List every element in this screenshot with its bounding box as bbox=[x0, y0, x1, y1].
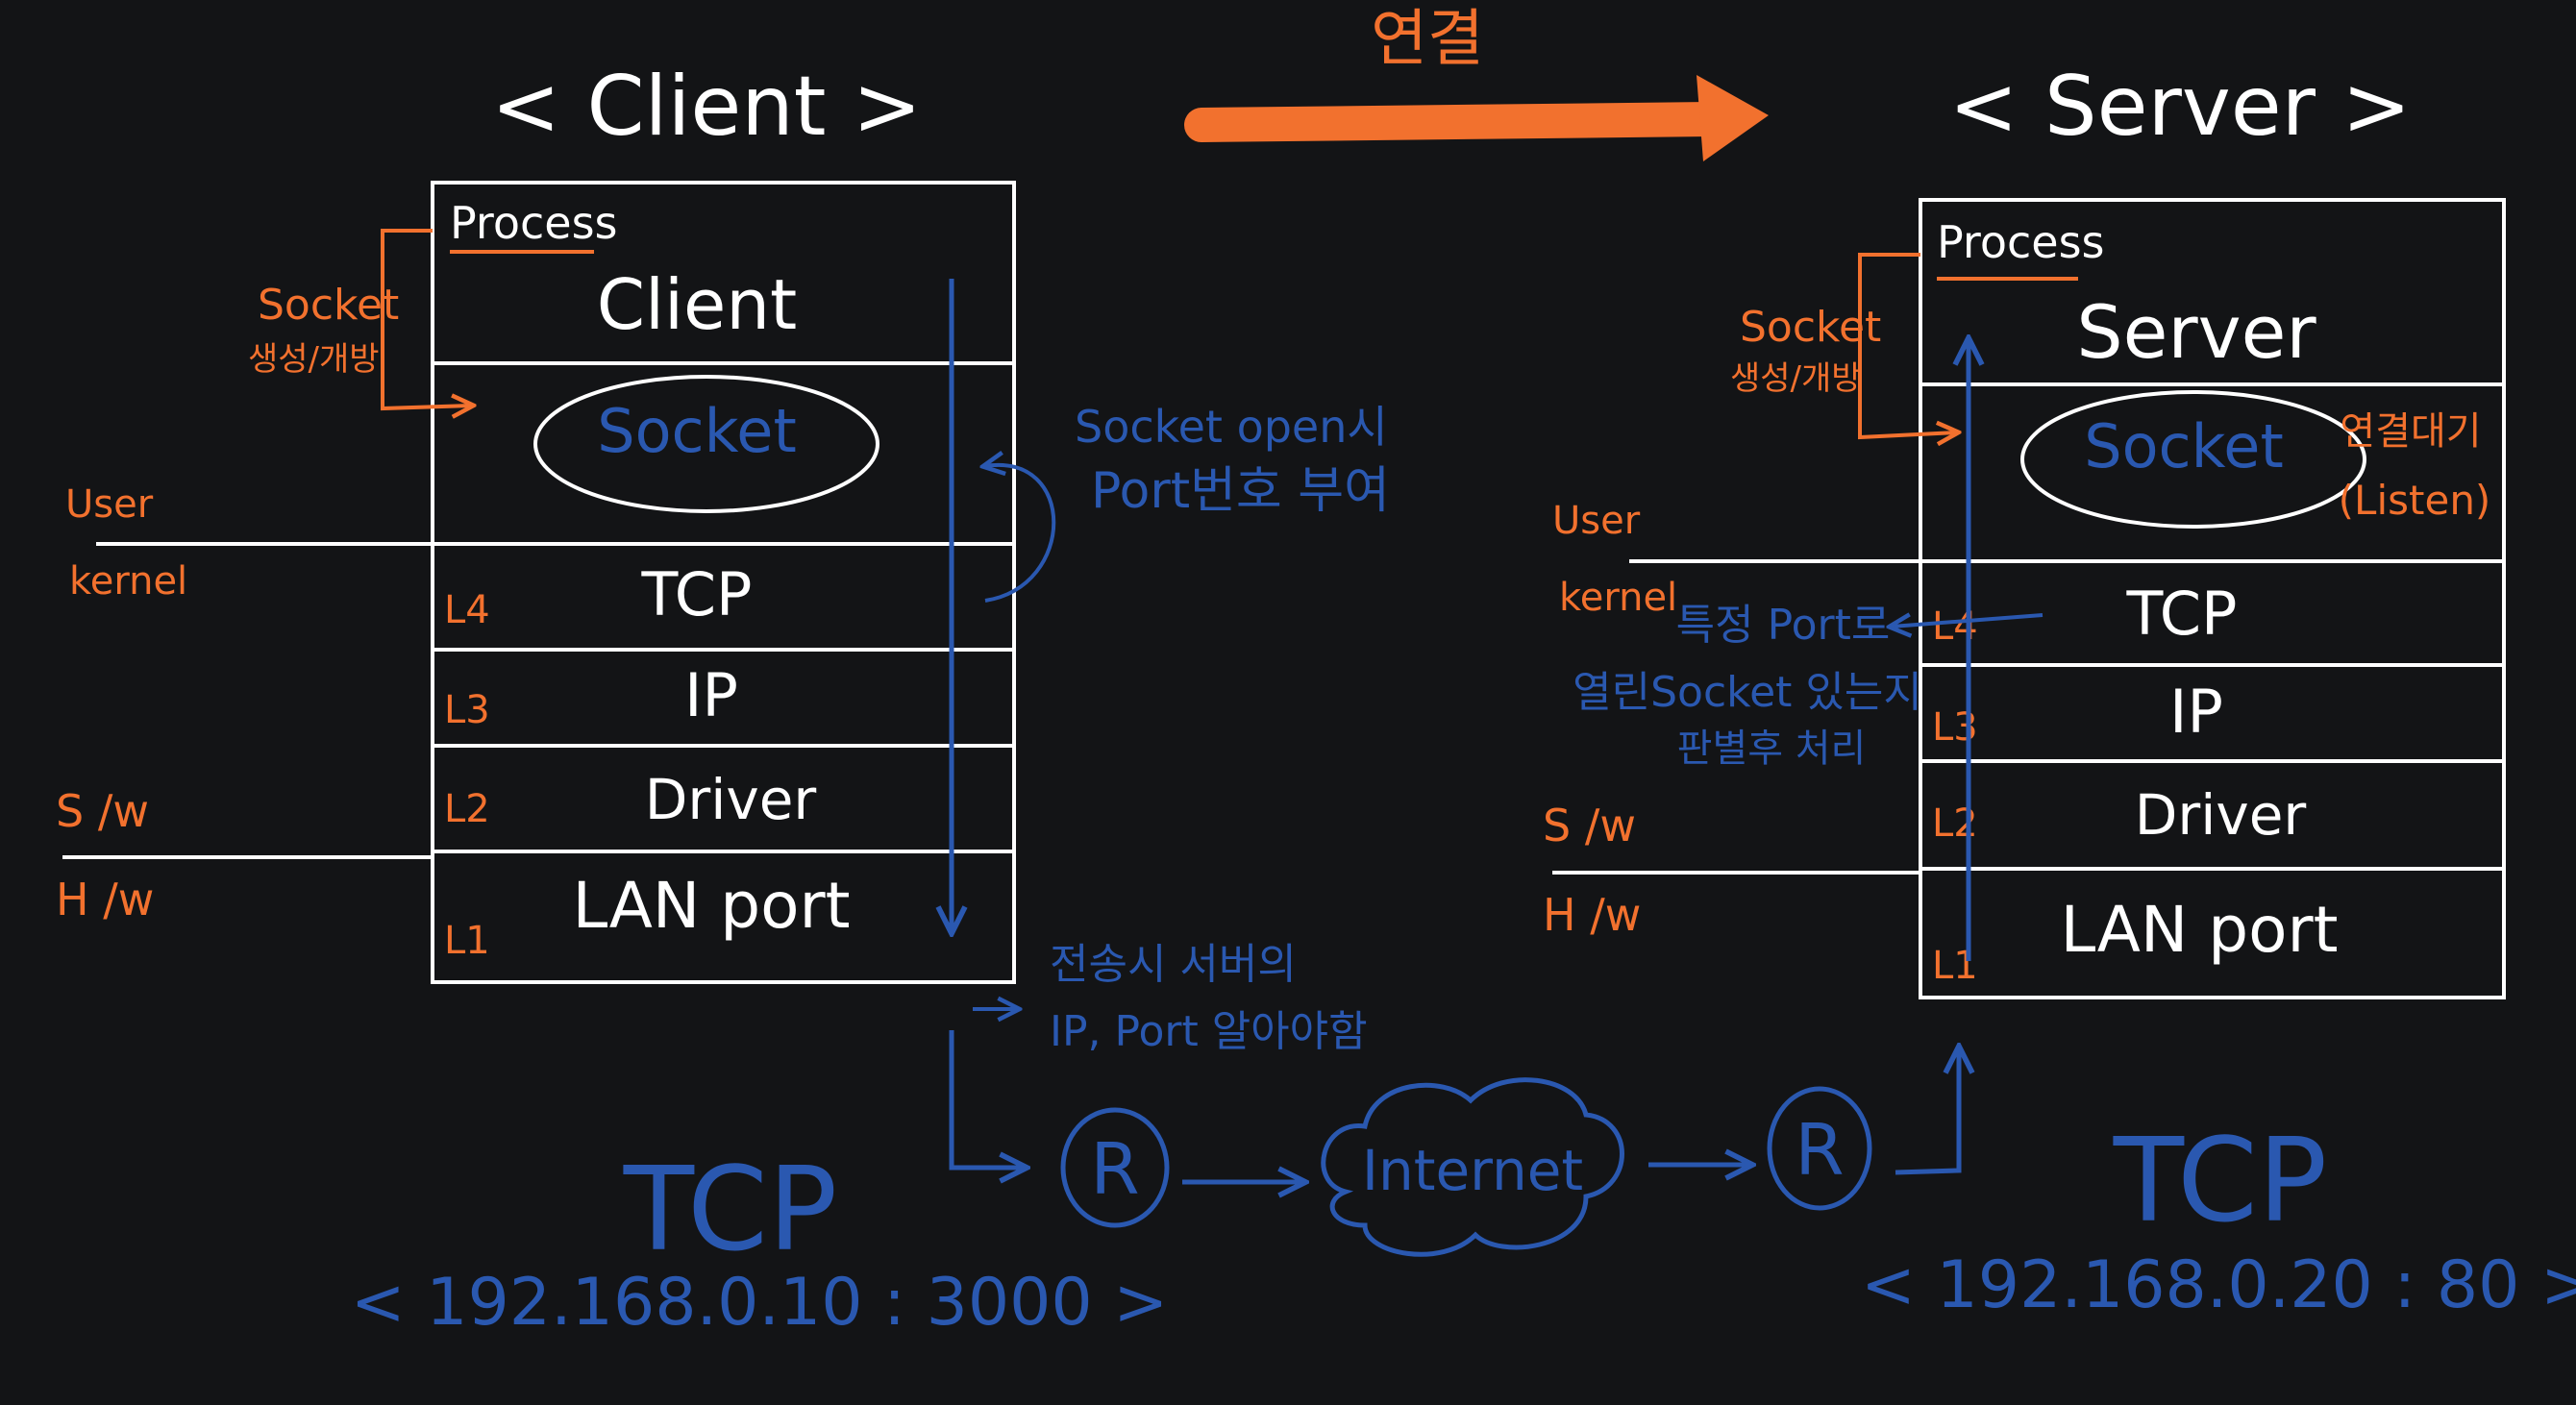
server-socket-note: Socket bbox=[1740, 303, 1881, 352]
client-layer-name: Driver bbox=[645, 767, 817, 832]
send-note-line1: 전송시 서버의 bbox=[1050, 940, 1297, 989]
server-layer-tag: L4 bbox=[1932, 604, 1978, 649]
server-process-label: Process bbox=[1937, 216, 2105, 268]
server-layer-tag: L1 bbox=[1932, 944, 1978, 988]
client-socket-note-sub: 생성/개방 bbox=[248, 340, 380, 379]
client-to-router-arrow bbox=[949, 1030, 1024, 1168]
port-note-line2: Port번호 부여 bbox=[1091, 462, 1390, 520]
client-title: < Client > bbox=[491, 59, 922, 155]
client-layer-name: TCP bbox=[641, 559, 753, 629]
router-icon bbox=[1767, 1086, 1872, 1211]
server-address: < 192.168.0.20 : 80 > bbox=[1861, 1247, 2576, 1323]
server-stack-box bbox=[1919, 198, 2506, 999]
hw-label: H /w bbox=[56, 874, 154, 925]
port-check-line2: 열린Socket 있는지 bbox=[1573, 668, 1922, 717]
router-icon bbox=[1060, 1107, 1170, 1228]
client-side: < Client > Process Client Socket L4 TCP … bbox=[56, 59, 1390, 1341]
client-socket-note: Socket bbox=[258, 281, 399, 330]
client-socket-bracket bbox=[381, 229, 471, 408]
sw-label: S /w bbox=[1543, 800, 1636, 851]
server-layer-name: LAN port bbox=[2060, 893, 2338, 967]
router-symbol: R bbox=[1090, 1128, 1139, 1211]
client-layer-tag: L4 bbox=[444, 588, 490, 632]
client-process-label: Process bbox=[450, 197, 618, 249]
client-app-label: Client bbox=[597, 264, 797, 345]
internet-label: Internet bbox=[1362, 1138, 1583, 1203]
send-note-line2: IP, Port 알아야함 bbox=[1050, 1007, 1368, 1056]
server-socket-note-sub: 생성/개방 bbox=[1730, 359, 1862, 398]
router-to-server-arrow bbox=[1895, 1049, 1959, 1175]
server-socket-bracket bbox=[1858, 253, 1956, 437]
client-socket-oval bbox=[533, 375, 879, 513]
client-layer-name: IP bbox=[684, 660, 738, 730]
internet-cloud-icon bbox=[1321, 1077, 1624, 1257]
client-layer-name: LAN port bbox=[572, 869, 850, 943]
server-socket-oval bbox=[2020, 390, 2366, 529]
sw-label: S /w bbox=[56, 785, 149, 837]
port-check-line1: 특정 Port로 bbox=[1676, 601, 1891, 650]
client-layer-tag: L2 bbox=[444, 787, 490, 831]
port-note-line1: Socket open시 bbox=[1075, 401, 1388, 453]
client-layer-tag: L1 bbox=[444, 919, 490, 963]
client-stack-box bbox=[431, 181, 1016, 984]
listen-line2: (Listen) bbox=[2339, 477, 2491, 524]
listen-line1: 연결대기 bbox=[2340, 409, 2481, 454]
client-address: < 192.168.0.10 : 3000 > bbox=[351, 1265, 1169, 1341]
server-title: < Server > bbox=[1949, 59, 2412, 155]
user-label: User bbox=[65, 482, 154, 527]
port-check-line3: 판별후 처리 bbox=[1677, 727, 1867, 771]
network-path: R Internet R bbox=[949, 1030, 1959, 1257]
client-protocol: TCP bbox=[623, 1144, 837, 1277]
hw-label: H /w bbox=[1543, 889, 1641, 941]
router-symbol: R bbox=[1795, 1109, 1844, 1192]
server-layer-name: IP bbox=[2169, 677, 2223, 747]
client-layer-tag: L3 bbox=[444, 688, 490, 732]
server-layer-tag: L3 bbox=[1932, 705, 1978, 750]
client-socket-label: Socket bbox=[597, 396, 797, 466]
kernel-label: kernel bbox=[1559, 576, 1677, 620]
port-assign-arrow bbox=[985, 465, 1056, 603]
server-side: < Server > Process Server Socket 연결대기 (L… bbox=[1543, 59, 2576, 1323]
connect-arrow bbox=[1184, 75, 1769, 161]
kernel-label: kernel bbox=[69, 559, 187, 604]
server-layer-tag: L2 bbox=[1932, 801, 1978, 846]
server-layer-name: Driver bbox=[2135, 782, 2307, 848]
connect-label: 연결 bbox=[1371, 4, 1484, 75]
user-label: User bbox=[1552, 499, 1641, 543]
server-app-label: Server bbox=[2076, 289, 2316, 375]
server-protocol: TCP bbox=[2113, 1115, 2327, 1248]
server-layer-name: TCP bbox=[2126, 579, 2238, 649]
server-socket-label: Socket bbox=[2084, 411, 2284, 481]
